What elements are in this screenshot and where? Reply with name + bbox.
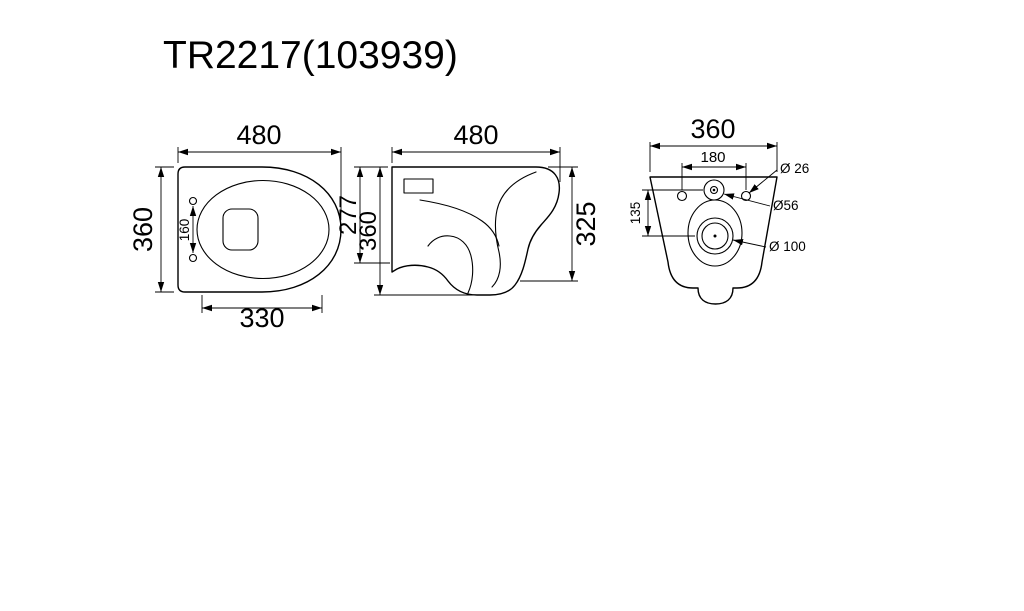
dim-label-rear-width: 360 bbox=[690, 114, 735, 144]
outlet-center-dot bbox=[713, 234, 717, 238]
outlet-inner-circle bbox=[701, 222, 729, 250]
leader-line-outlet bbox=[732, 238, 767, 248]
ext-lines-inlet-drop bbox=[642, 189, 703, 237]
cistern-access-outline bbox=[403, 178, 434, 194]
dim-label-side-depth: 480 bbox=[453, 120, 498, 150]
top-view: 160 480 360 330 bbox=[128, 120, 342, 333]
ext-lines-top-width bbox=[177, 147, 342, 213]
leader-line-inlet bbox=[723, 193, 771, 207]
ext-lines-front-height bbox=[520, 166, 578, 282]
hinge-hole-top bbox=[188, 196, 198, 206]
dim-label-inlet-drop: 135 bbox=[628, 202, 643, 225]
inlet-inner-circle bbox=[709, 185, 719, 195]
rear-view: 360 180 135 Ø 26 Ø56 Ø 100 bbox=[628, 114, 809, 305]
dim-label-front-height: 325 bbox=[571, 201, 601, 246]
flush-valve-outline bbox=[222, 208, 259, 251]
dim-label-inlet-diameter: Ø56 bbox=[773, 198, 799, 213]
dim-label-hole-spacing: 180 bbox=[700, 149, 725, 166]
dim-label-outlet-diameter: Ø 100 bbox=[769, 239, 806, 254]
dim-label-seat-length: 330 bbox=[239, 303, 284, 333]
hinge-hole-bottom bbox=[188, 253, 198, 263]
bolt-hole-left bbox=[676, 190, 688, 202]
dim-label-side-height: 360 bbox=[355, 211, 382, 251]
dim-label-top-width: 480 bbox=[236, 120, 281, 150]
top-view-outline bbox=[177, 166, 342, 293]
rim-line bbox=[419, 199, 500, 247]
model-number-title: TR2217(103939) bbox=[163, 34, 458, 77]
bowl-inner-line bbox=[491, 171, 537, 288]
seat-opening-line bbox=[196, 179, 330, 280]
side-view: 480 277 360 325 bbox=[335, 120, 601, 296]
leader-line-bolt-hole bbox=[748, 169, 778, 194]
dim-label-height-secondary: 277 bbox=[335, 195, 362, 235]
inlet-center-dot bbox=[712, 188, 716, 192]
outlet-housing-line bbox=[687, 199, 743, 267]
outlet-outer-circle bbox=[696, 217, 734, 255]
rear-view-outline bbox=[649, 176, 778, 305]
dim-label-bolt-hole-diameter: Ø 26 bbox=[780, 161, 809, 176]
trapway-line bbox=[427, 235, 474, 294]
dim-label-hinge-span: 160 bbox=[177, 219, 192, 242]
dim-label-top-depth: 360 bbox=[128, 207, 158, 252]
bolt-hole-right bbox=[740, 190, 752, 202]
side-view-outline bbox=[391, 166, 561, 296]
